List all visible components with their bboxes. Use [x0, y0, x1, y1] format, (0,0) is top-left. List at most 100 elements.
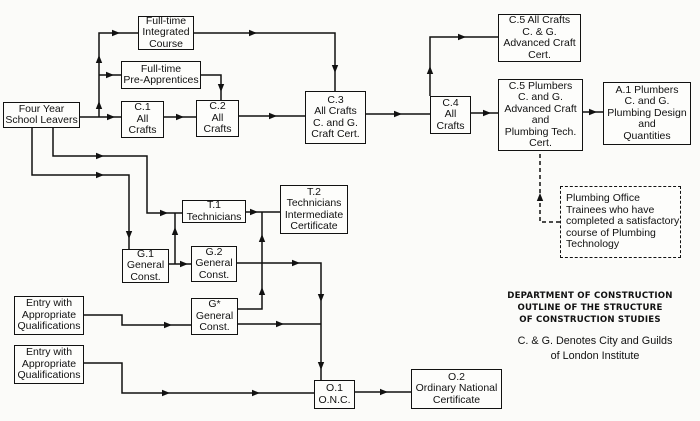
node-label-line: Certificate [432, 393, 481, 406]
arrowhead-icon [317, 362, 325, 370]
arrowhead-icon [160, 209, 168, 217]
node-label-line: Entry with [25, 346, 73, 359]
node-label-line: Course [149, 37, 183, 50]
arrowhead-icon [164, 321, 172, 329]
node-label-line: C. & G. [522, 25, 557, 38]
node-label-line: Const. [198, 268, 230, 281]
edge-school-t1 [52, 128, 182, 214]
edge-preapp-c2 [201, 74, 222, 100]
title-line: OF CONSTRUCTION STUDIES [519, 315, 661, 325]
arrowhead-icon [250, 208, 258, 216]
node-label-line: O.2 [448, 370, 465, 383]
title-line: DEPARTMENT OF CONSTRUCTION [507, 291, 673, 301]
arrowhead-icon [162, 389, 170, 397]
node-label-line: General [195, 309, 234, 322]
node-label-line: C.5 All Crafts [508, 14, 571, 26]
node-label-line: C.3 [327, 93, 344, 106]
node-label-line: Plumbing Office [566, 192, 640, 205]
node-label-line: Qualifications [17, 320, 81, 333]
node-label-line: Craft Cert. [311, 128, 360, 140]
arrowhead-icon [292, 259, 300, 267]
arrowhead-icon [589, 108, 597, 116]
edge-integrated-c3 [194, 32, 336, 91]
node-label-line: All [444, 108, 457, 121]
node-label-line: Technicians [186, 210, 242, 223]
arrowhead-icon [380, 388, 388, 396]
node-label-line: Const. [199, 321, 230, 334]
node-label-line: Four Year [18, 102, 65, 115]
arrowhead-icon [394, 110, 402, 118]
arrowhead-icon [458, 33, 466, 41]
node-label-line: All [136, 112, 149, 125]
edge-school-g1 [31, 128, 130, 249]
node-label-line: Plumbing Tech. [504, 125, 577, 138]
node-label-line: Const. [130, 270, 161, 283]
node-label-line: C.5 Plumbers [508, 79, 573, 92]
node-label-line: and [638, 118, 656, 131]
node-label-line: Advanced Craft [504, 102, 577, 115]
node-label-line: Quantities [623, 129, 671, 142]
arrowhead-icon [96, 152, 104, 160]
arrowhead-icon [258, 287, 266, 295]
node-label-line: Ordinary National [415, 382, 498, 395]
node-label-line: C.2 [209, 100, 226, 113]
arrowhead-icon [95, 101, 103, 109]
arrowhead-icon [276, 320, 284, 328]
arrowhead-icon [258, 234, 266, 242]
node-label-line: C. and G. [313, 116, 358, 129]
edge-gstar-t2 [238, 212, 263, 310]
note-line: C. & G. Denotes City and Guilds [517, 335, 673, 347]
node-label-line: Technicians [286, 197, 342, 209]
node-label-line: Full-time [145, 14, 187, 27]
node-label-line: Trainees who have [566, 203, 655, 216]
node-label-line: completed a satisfactory [566, 215, 680, 228]
node-label-line: Crafts [128, 124, 157, 137]
node-label-line: General [195, 257, 233, 270]
node-label-line: Plumbing Design [607, 106, 687, 119]
node-label-line: Qualifications [17, 369, 81, 382]
edge-entry1-gstar [84, 314, 191, 326]
arrowhead-icon [176, 113, 184, 121]
arrowhead-icon [125, 231, 133, 239]
arrowhead-icon [536, 193, 544, 201]
edge-g2-o1 [237, 262, 322, 380]
node-label-line: and [531, 114, 550, 126]
node-label-line: C.1 [134, 101, 151, 114]
node-label-line: C.4 [442, 96, 459, 109]
arrowhead-icon [107, 113, 115, 121]
node-label-line: course of Plumbing [566, 226, 656, 239]
arrowhead-icon [317, 294, 325, 302]
arrowhead-icon [96, 171, 104, 179]
arrowhead-icon [483, 109, 491, 117]
arrowhead-icon [426, 66, 434, 74]
node-label-line: O.N.C. [318, 393, 351, 406]
edge-c4-c5all [429, 36, 498, 96]
arrowhead-icon [269, 112, 277, 120]
edge-school-integrated [98, 32, 138, 117]
node-label-line: Entry with [25, 297, 73, 310]
node-label-line: G* [208, 298, 221, 311]
arrowhead-icon [249, 29, 257, 37]
node-label-line: G.2 [205, 245, 223, 258]
title-line: OUTLINE OF THE STRUCTURE [517, 303, 663, 313]
node-label-line: Pre-Apprentices [123, 74, 199, 86]
node-label-line: Crafts [203, 123, 232, 136]
node-label-line: T.1 [206, 199, 221, 211]
